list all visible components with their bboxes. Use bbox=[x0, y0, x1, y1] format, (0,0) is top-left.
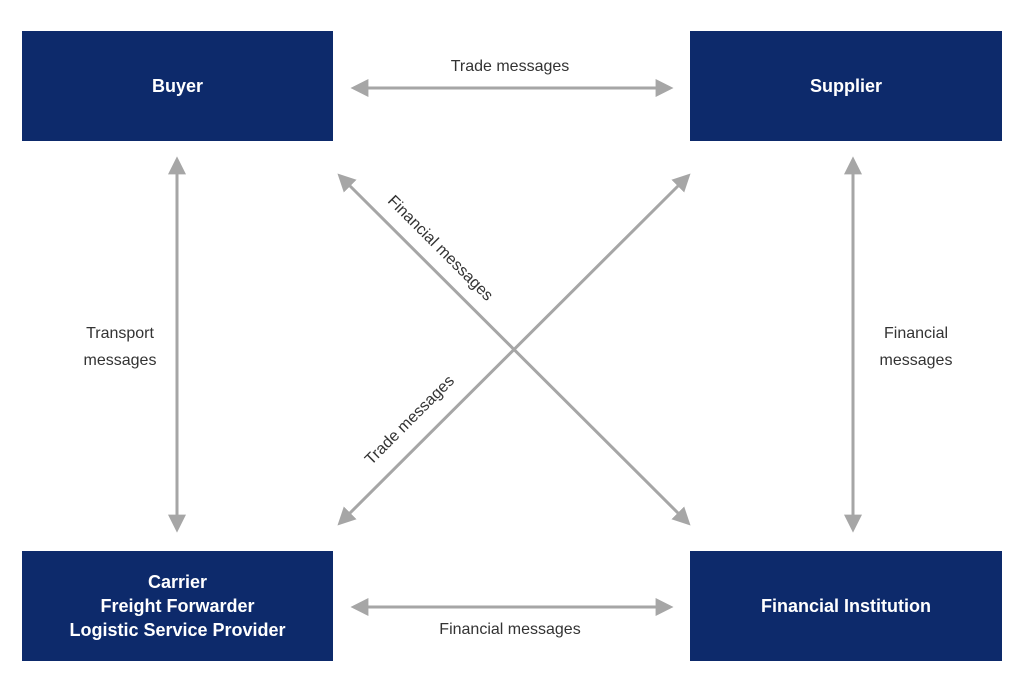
node-financial-institution: Financial Institution bbox=[690, 551, 1002, 661]
arrow-carrier-supplier-diagonal bbox=[337, 173, 691, 526]
label-supplier-financial: Financial messages bbox=[866, 320, 966, 374]
label-supplier-financial-line-1: Financial bbox=[883, 325, 949, 342]
node-carrier-label-line-2: Freight Forwarder bbox=[100, 596, 255, 616]
node-carrier-label-line-3: Logistic Service Provider bbox=[69, 620, 286, 640]
node-supplier: Supplier bbox=[690, 31, 1002, 141]
node-carrier: Carrier Freight Forwarder Logistic Servi… bbox=[22, 551, 333, 661]
node-buyer-label: Buyer bbox=[151, 76, 204, 96]
label-carrier-financial: Financial messages bbox=[380, 616, 640, 643]
label-carrier-financial-text: Financial messages bbox=[439, 621, 581, 638]
node-buyer: Buyer bbox=[22, 31, 333, 141]
label-buyer-supplier: Trade messages bbox=[380, 53, 640, 80]
label-supplier-financial-line-2: messages bbox=[879, 352, 953, 369]
label-buyer-carrier: Transport messages bbox=[70, 320, 170, 374]
label-buyer-supplier-text: Trade messages bbox=[450, 58, 570, 75]
node-supplier-label: Supplier bbox=[809, 76, 882, 96]
node-financial-institution-label: Financial Institution bbox=[761, 596, 931, 616]
label-buyer-carrier-line-2: messages bbox=[83, 352, 157, 369]
label-buyer-carrier-line-1: Transport bbox=[86, 325, 154, 342]
node-carrier-label-line-1: Carrier bbox=[147, 572, 208, 592]
